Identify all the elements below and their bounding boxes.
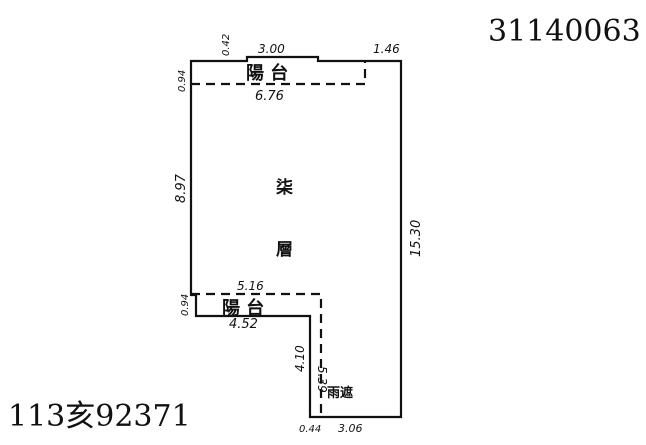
balcony-mid-label: 陽 台 [222,297,264,319]
eaves-label: 雨遮 [327,385,353,401]
dim-676: 6.76 [255,89,284,104]
dim-300: 3.00 [258,42,285,56]
balcony-top-label: 陽 台 [246,62,288,84]
dim-094-mid: 0.94 [180,294,191,316]
dim-410: 4.10 [293,345,307,372]
dim-539: 5.39 [315,366,329,393]
top-balcony-dash [191,61,367,86]
dim-094-top: 0.94 [177,70,188,92]
dim-897: 8.97 [174,173,189,203]
footer-code: 113亥92371 [8,399,191,434]
mid-balcony-dash [191,292,323,417]
dim-146: 1.46 [373,42,400,56]
dim-042: 0.42 [221,34,232,56]
dim-044: 0.44 [299,424,321,435]
dim-1530: 15.30 [409,220,424,257]
floor-label-2: 層 [276,240,293,260]
floor-label-1: 柒 [276,177,293,198]
header-code: 31140063 [488,14,641,49]
dim-516: 5.16 [237,279,264,293]
dim-452: 4.52 [229,317,258,332]
dim-306: 3.06 [338,422,363,435]
